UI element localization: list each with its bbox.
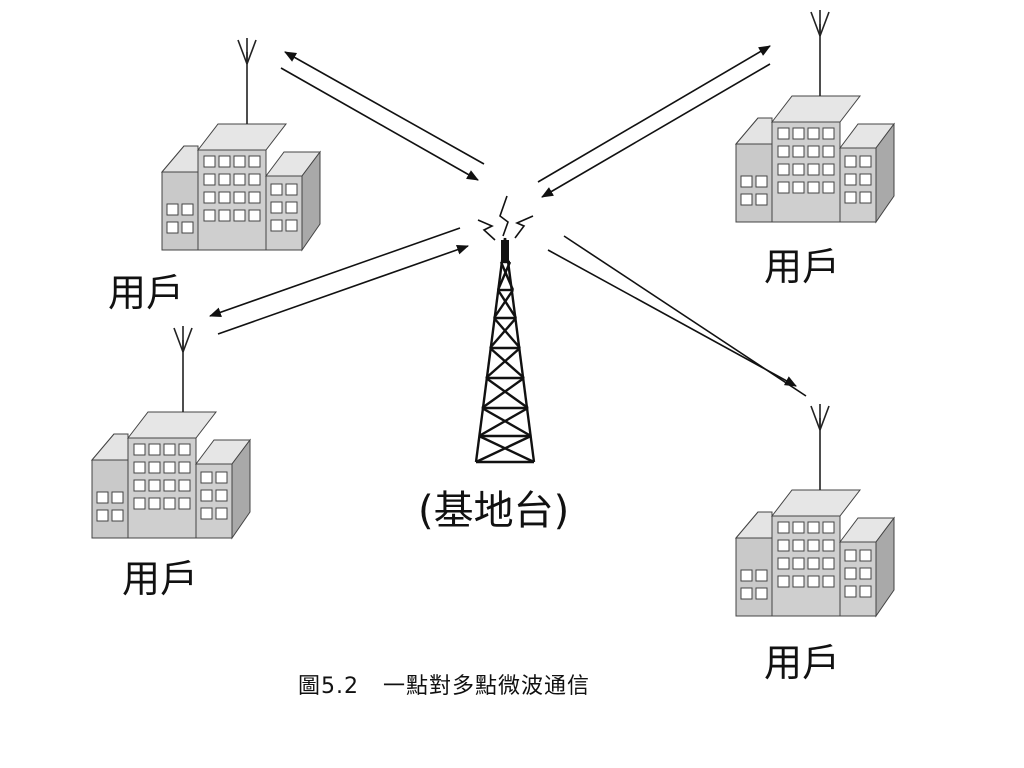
link-arrows-bottom-right <box>547 235 807 397</box>
user-label-top-right: 用戶 <box>764 245 841 289</box>
user-label-bottom-left: 用戶 <box>122 557 199 601</box>
building-top-left <box>161 37 321 251</box>
figure-number: 圖5.2 <box>298 674 359 699</box>
link-arrows-top-left <box>280 51 485 181</box>
antenna-icon <box>237 37 257 125</box>
signal-wave-icon <box>477 195 534 241</box>
tower-top <box>501 240 509 262</box>
link-arrows-bottom-left <box>209 227 469 335</box>
antenna-icon <box>810 9 830 97</box>
figure-caption: 圖5.2 一點對多點微波通信 <box>298 668 590 700</box>
user-label-top-left: 用戶 <box>108 271 185 315</box>
figure-title: 一點對多點微波通信 <box>383 674 591 699</box>
base-station-label: (基地台) <box>418 488 570 534</box>
building-bottom-right <box>735 403 895 617</box>
link-arrows-top-right <box>537 45 771 198</box>
antenna-icon <box>173 325 193 413</box>
base-station-tower-icon <box>474 237 536 464</box>
building-top-right <box>735 9 895 223</box>
building-bottom-left <box>91 325 251 539</box>
user-label-bottom-right: 用戶 <box>764 641 841 685</box>
antenna-icon <box>810 403 830 491</box>
